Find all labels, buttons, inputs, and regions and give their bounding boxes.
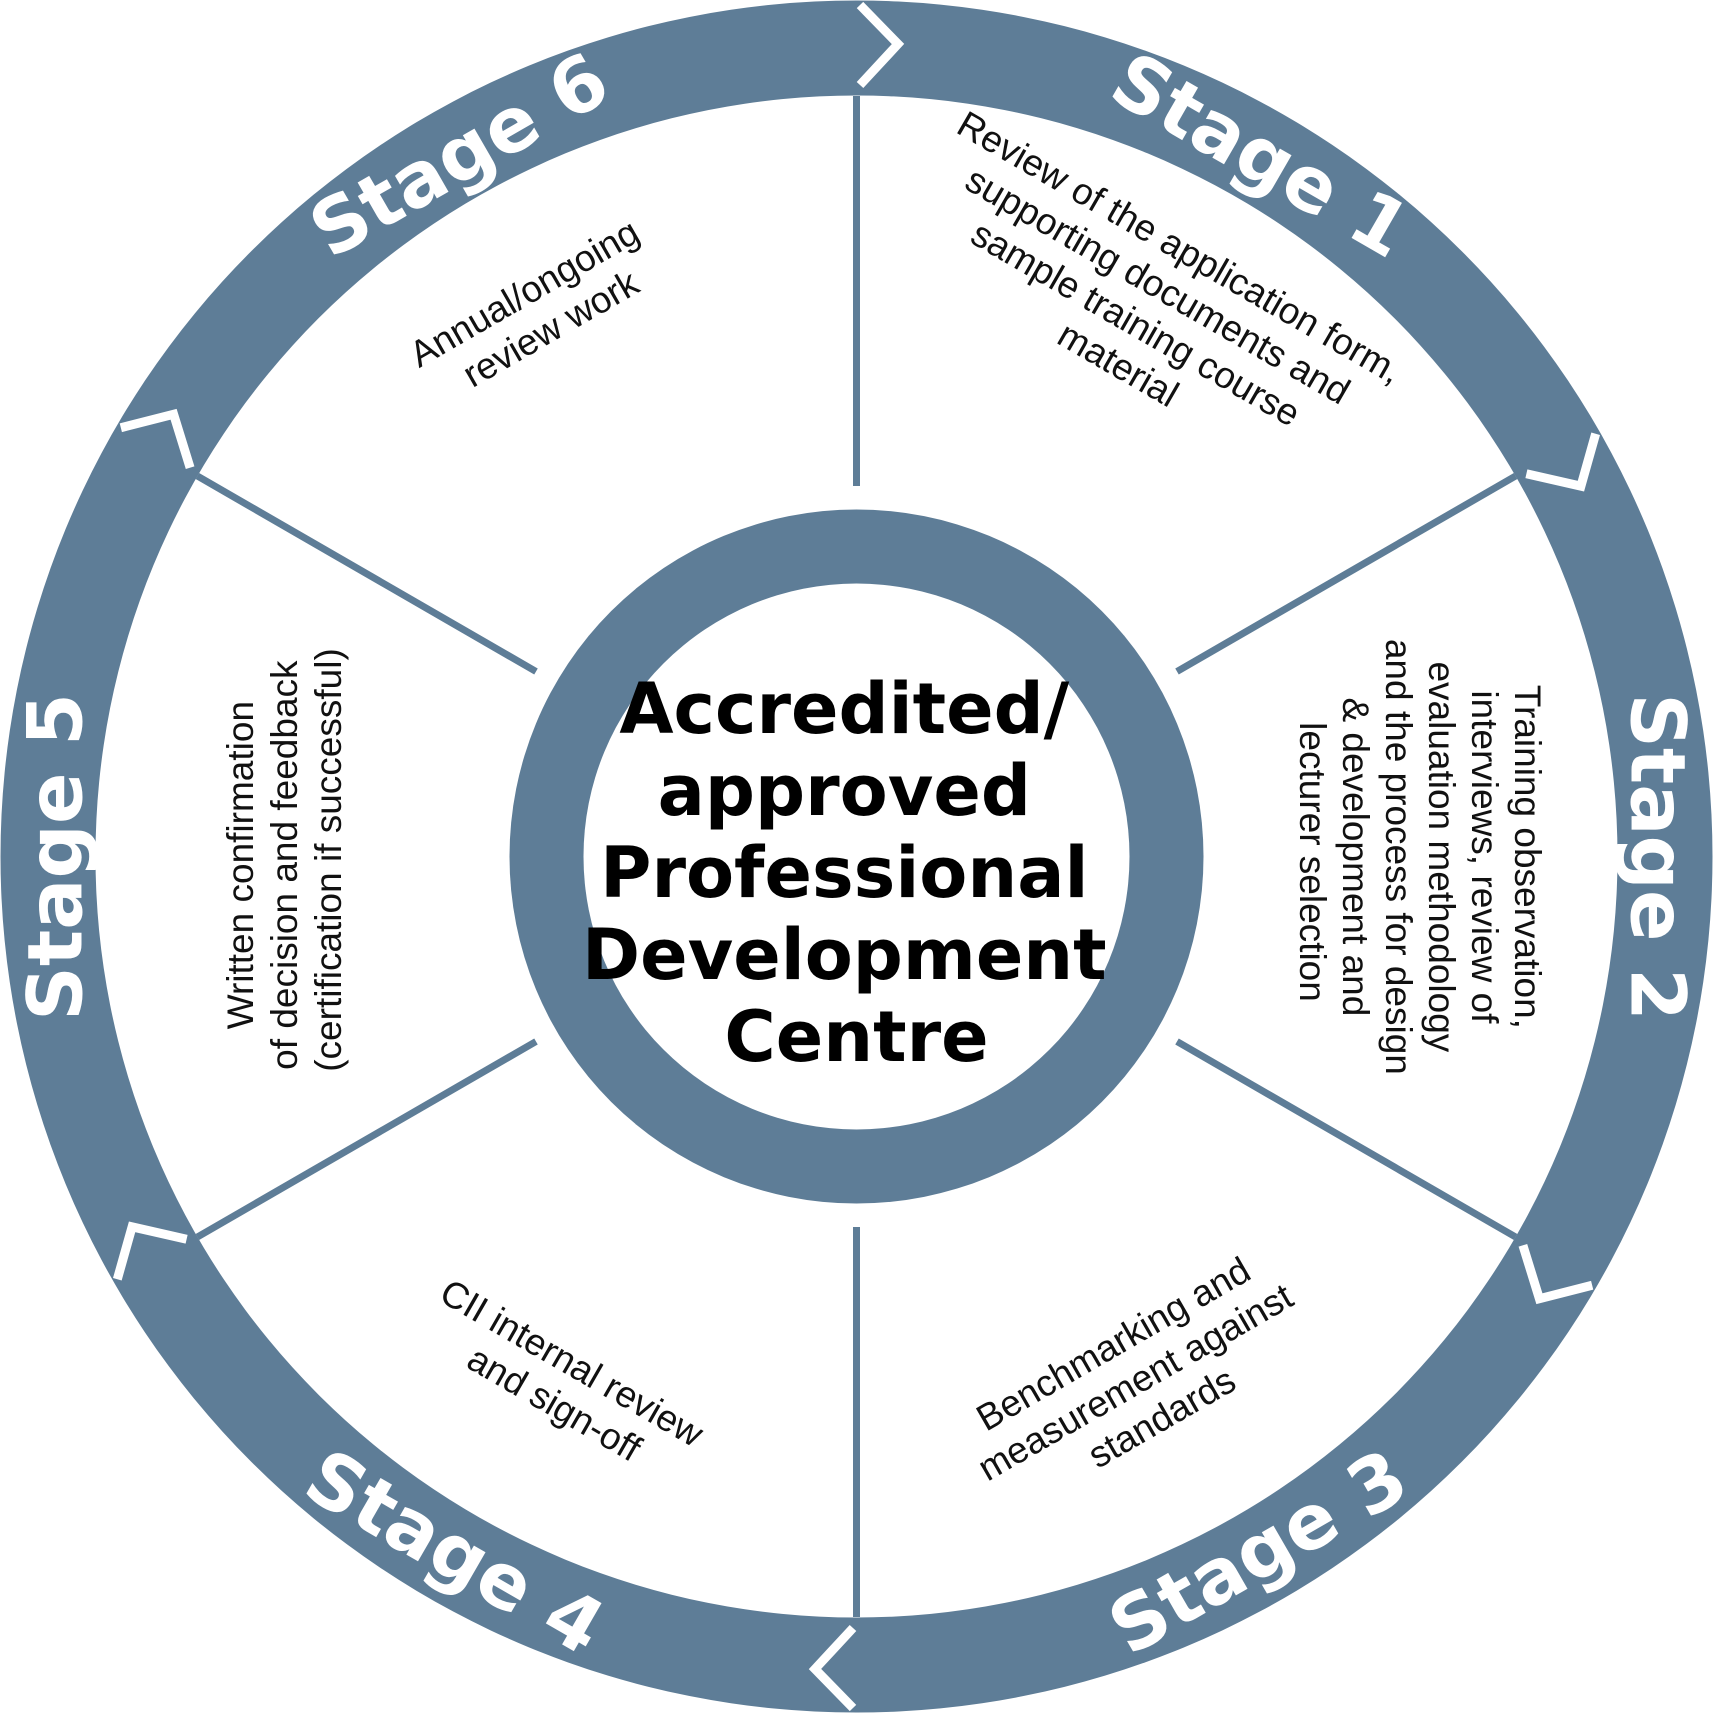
stage-2-desc-line: interviews, review of xyxy=(1464,690,1505,1024)
stage-6-label: Stage 6 xyxy=(295,35,623,276)
chevron-icon xyxy=(112,1221,188,1281)
divider-1-2 xyxy=(1175,472,1518,675)
stage-4-label: Stage 4 xyxy=(291,1432,619,1673)
stage-5-description: Written confirmation of decision and fee… xyxy=(220,648,349,1072)
chevron-icon xyxy=(1525,432,1601,492)
center-title: Accredited/ approved Professional Develo… xyxy=(582,668,1131,1078)
stage-2-description: Training observation, interviews, review… xyxy=(1292,639,1548,1085)
divider-2-3 xyxy=(1175,1038,1518,1241)
stage-2-desc-line: evaluation methodology xyxy=(1421,661,1462,1052)
divider-4-5 xyxy=(195,1038,538,1241)
segment-dividers xyxy=(195,96,1518,1617)
stage-2-label: Stage 2 xyxy=(1614,693,1703,1021)
center-title-line: Development xyxy=(582,914,1107,996)
stage-2-desc-line: lecturer selection xyxy=(1292,722,1333,1002)
divider-5-6 xyxy=(195,472,538,675)
chevron-icon xyxy=(856,1,905,89)
chevron-icon xyxy=(808,1624,857,1712)
stage-2-desc-line: Training observation, xyxy=(1507,685,1548,1029)
stage-3-description: Benchmarking and measurement against sta… xyxy=(949,1232,1331,1527)
chevrons xyxy=(112,1,1601,1712)
center-disc xyxy=(583,583,1130,1130)
stage-5-desc-line: Written confirmation xyxy=(220,701,261,1029)
stage-5-desc-line: (certification if successful) xyxy=(308,648,349,1072)
stage-6-description: Annual/ongoing review work xyxy=(403,206,677,413)
stage-2-desc-line: & development and xyxy=(1335,697,1376,1016)
chevron-icon xyxy=(119,408,195,470)
chevron-icon xyxy=(1518,1243,1594,1305)
stage-4-description: CII internal review and sign-off xyxy=(411,1271,719,1498)
stage-3-label: Stage 3 xyxy=(1094,1432,1422,1673)
center-title-line: approved xyxy=(658,750,1031,832)
center-title-line: Professional xyxy=(600,832,1088,914)
center-title-line: Centre xyxy=(724,996,988,1078)
stage-5-desc-line: of decision and feedback xyxy=(264,660,305,1070)
stage-5-label: Stage 5 xyxy=(11,693,100,1021)
center-title-line: Accredited/ xyxy=(619,668,1069,750)
stage-2-desc-line: and the process for design xyxy=(1378,639,1419,1075)
